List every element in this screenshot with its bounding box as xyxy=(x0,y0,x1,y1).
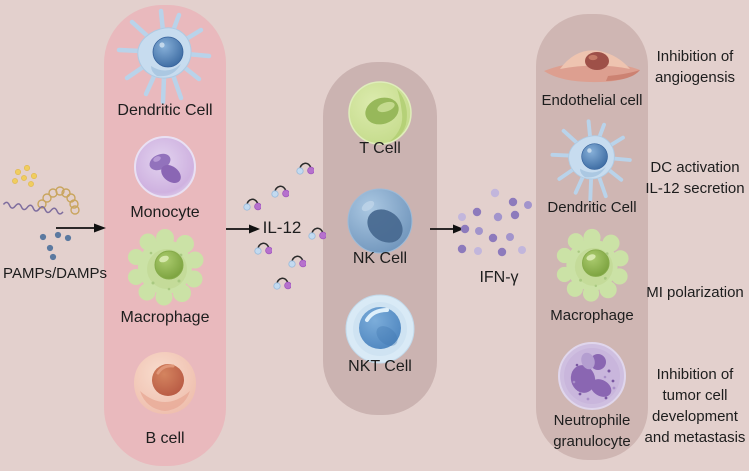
il12-label: IL-12 xyxy=(262,218,302,237)
il12-molecule-icon xyxy=(243,198,261,211)
arrow-icon xyxy=(56,223,106,233)
ifn-gamma-label: IFN-γ xyxy=(479,269,519,286)
ifn-gamma-icon xyxy=(457,188,532,257)
neutrophile-granulocyte-icon xyxy=(558,342,626,410)
b-cell-label: B cell xyxy=(145,430,185,447)
il12-molecule-icon xyxy=(288,255,306,268)
dendritic-cell-icon xyxy=(116,8,212,105)
macrophage-icon xyxy=(128,229,204,306)
il12-molecule-icon xyxy=(254,242,272,255)
nkt-cell-icon xyxy=(345,294,415,364)
monocyte-icon xyxy=(134,136,196,198)
nk-cell-label: NK Cell xyxy=(352,250,408,267)
neutrophile-granulocyte-label: Neutrophile granulocyte xyxy=(553,412,631,450)
t-cell-icon xyxy=(348,81,412,145)
effect-inhibition-angiogenesis: Inhibition of angiogensis xyxy=(654,48,736,86)
target-macrophage-label: Macrophage xyxy=(550,307,634,324)
b-cell-icon xyxy=(134,352,196,414)
arrow-icon xyxy=(226,224,260,234)
il12-molecule-icon xyxy=(308,227,326,240)
endothelial-cell-icon xyxy=(544,50,640,83)
producer-dendritic-cell-label: Dendritic Cell xyxy=(117,102,213,119)
effect-mi-polarization: MI polarization xyxy=(646,284,744,301)
macrophage-icon xyxy=(556,228,629,302)
dendritic-cell-icon xyxy=(550,119,632,202)
producer-macrophage-label: Macrophage xyxy=(120,309,210,326)
nk-cell-icon xyxy=(347,188,413,254)
il12-molecule-icon xyxy=(271,185,289,198)
pamps-damps-label: PAMPs/DAMPs xyxy=(3,265,107,282)
t-cell-label: T Cell xyxy=(359,140,401,157)
il12-molecule-icon xyxy=(296,162,314,175)
effect-tumor-inhibition: Inhibition of tumor cell development and… xyxy=(644,366,746,446)
arrow-icon xyxy=(430,224,464,234)
nkt-cell-label: NKT Cell xyxy=(348,358,412,375)
il12-molecule-icon xyxy=(273,277,291,290)
target-dendritic-cell-label: Dendritic Cell xyxy=(547,199,637,216)
pamps-damps-icon xyxy=(2,164,80,261)
monocyte-label: Monocyte xyxy=(130,204,200,221)
endothelial-cell-label: Endothelial cell xyxy=(541,92,643,109)
effect-dc-activation: DC activation IL-12 secretion xyxy=(645,159,745,197)
